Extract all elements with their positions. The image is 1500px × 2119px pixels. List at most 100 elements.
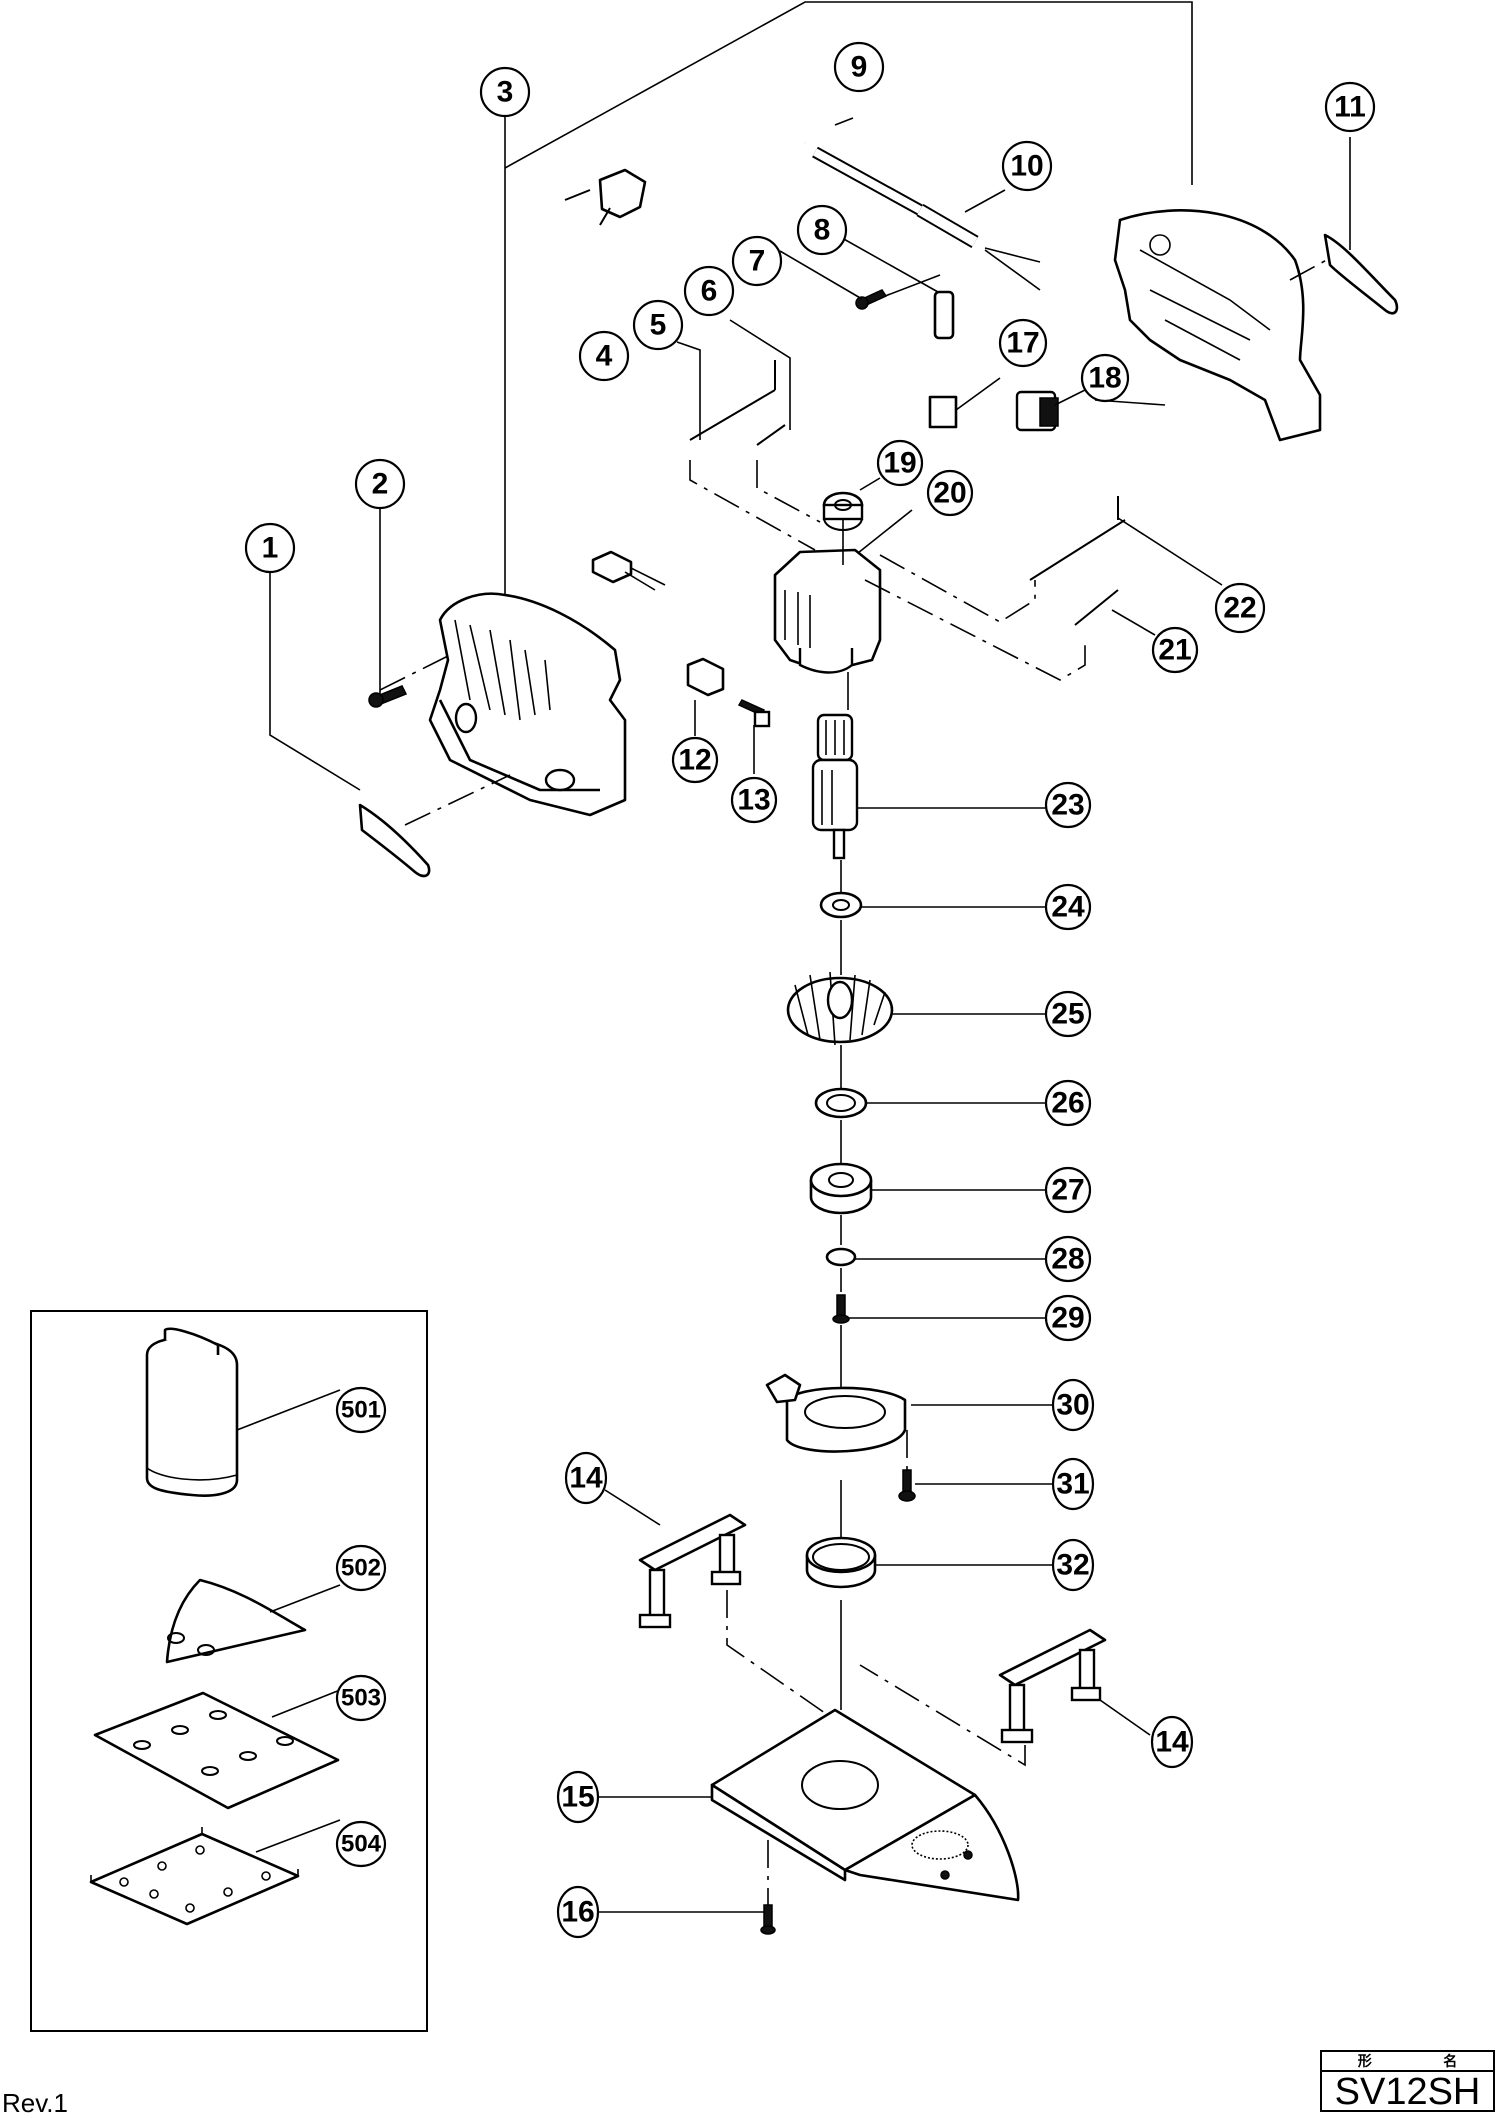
svg-text:8: 8 — [814, 214, 831, 247]
accessory-frame — [30, 1310, 428, 2032]
pad-support-right — [859, 1628, 1151, 1767]
sanding-paper-triangle — [165, 1578, 341, 1664]
callout-bubble: 20 — [926, 469, 974, 517]
callout-bubble: 6 — [683, 265, 735, 317]
revision-label: Rev.1 — [2, 2088, 68, 2118]
svg-text:504: 504 — [341, 1831, 382, 1858]
callout-bubble: 2 — [354, 458, 406, 510]
callout-bubble: 14 — [564, 1451, 608, 1505]
svg-text:23: 23 — [1051, 789, 1084, 822]
terminal-connector — [591, 550, 666, 591]
front-housing — [379, 592, 627, 826]
callout-bubble: 22 — [1214, 582, 1266, 634]
washer-28 — [825, 1215, 1054, 1267]
svg-text:13: 13 — [737, 784, 770, 817]
sanding-paper-rect — [93, 1689, 341, 1810]
callout-bubble: 32 — [1051, 1538, 1095, 1592]
accessory-bubble: 501 — [335, 1386, 387, 1434]
label-left-part — [269, 572, 431, 878]
pad-support-left — [604, 1489, 836, 1721]
svg-text:26: 26 — [1051, 1087, 1084, 1120]
callout-bubble: 28 — [1044, 1235, 1092, 1283]
callout-bubble: 1 — [244, 522, 296, 574]
washer-26 — [814, 1045, 1054, 1119]
svg-text:25: 25 — [1051, 998, 1084, 1031]
svg-text:14: 14 — [1155, 1726, 1189, 1759]
svg-text:32: 32 — [1056, 1549, 1089, 1582]
svg-text:22: 22 — [1223, 592, 1256, 625]
accessory-bubble: 503 — [335, 1674, 387, 1722]
svg-text:4: 4 — [596, 340, 613, 373]
internal-wires-5-6 — [676, 319, 821, 551]
callout-bubble: 14 — [1150, 1715, 1194, 1769]
svg-text:501: 501 — [341, 1397, 381, 1424]
fan — [786, 920, 1054, 1046]
callout-bubble: 4 — [578, 330, 630, 382]
cord-clip-part — [779, 228, 955, 340]
svg-text:7: 7 — [749, 245, 766, 278]
punch-plate — [89, 1819, 341, 1926]
svg-text:12: 12 — [678, 744, 711, 777]
svg-text:14: 14 — [569, 1462, 603, 1495]
power-cord — [564, 117, 1041, 291]
svg-text:503: 503 — [341, 1685, 381, 1712]
dust-bag — [145, 1327, 341, 1497]
callout-bubble: 5 — [632, 299, 684, 351]
label-right-part — [1323, 137, 1399, 315]
callout-bubble: 17 — [998, 318, 1048, 368]
callout-bubble: 10 — [1001, 140, 1053, 192]
callout-bubble: 16 — [556, 1885, 600, 1939]
screw-16 — [598, 1840, 776, 1935]
accessory-bubble: 502 — [335, 1544, 387, 1592]
svg-text:24: 24 — [1051, 891, 1085, 924]
callout-bubble: 9 — [833, 41, 885, 93]
svg-text:28: 28 — [1051, 1243, 1084, 1276]
svg-text:18: 18 — [1088, 362, 1121, 395]
rear-housing — [1113, 209, 1346, 442]
bearing-holder — [765, 1373, 1054, 1453]
model-name: SV12SH — [1334, 2071, 1481, 2113]
accessory-bubble: 504 — [335, 1820, 387, 1868]
svg-text:6: 6 — [701, 275, 718, 308]
callout-bubble: 23 — [1044, 781, 1092, 829]
callout-bubble: 26 — [1044, 1079, 1092, 1127]
callout-bubble: 12 — [671, 736, 719, 784]
callout-bubble: 19 — [876, 439, 924, 487]
svg-text:20: 20 — [933, 477, 966, 510]
switch-parts — [928, 377, 1086, 432]
model-header: 形 名 — [1322, 2052, 1493, 2072]
model-header-char: 形 — [1357, 2054, 1372, 2070]
svg-text:502: 502 — [341, 1555, 381, 1582]
svg-text:3: 3 — [497, 76, 514, 109]
callout-bubble: 27 — [1044, 1166, 1092, 1214]
callout-bubble: 31 — [1051, 1457, 1095, 1511]
armature — [811, 672, 1054, 860]
callout-bubble: 21 — [1151, 626, 1199, 674]
svg-text:19: 19 — [883, 447, 916, 480]
svg-text:1: 1 — [262, 532, 279, 565]
callout-bubble: 15 — [556, 1770, 600, 1824]
callout-bubble: 11 — [1324, 81, 1376, 133]
svg-text:2: 2 — [372, 468, 389, 501]
pad — [598, 1708, 1020, 1902]
bearing-19 — [822, 477, 881, 531]
svg-text:11: 11 — [1334, 91, 1366, 124]
svg-text:16: 16 — [561, 1896, 594, 1929]
svg-text:5: 5 — [650, 309, 667, 342]
svg-text:15: 15 — [561, 1781, 594, 1814]
svg-text:27: 27 — [1051, 1174, 1084, 1207]
svg-text:29: 29 — [1051, 1302, 1084, 1335]
screw-29 — [832, 1268, 1054, 1405]
bearing-24 — [819, 860, 1054, 919]
internal-wires-21-22 — [1029, 496, 1223, 636]
model-title-block: 形 名 SV12SH — [1320, 2050, 1495, 2112]
svg-text:31: 31 — [1056, 1468, 1089, 1501]
callout-bubble: 8 — [796, 204, 848, 256]
svg-text:10: 10 — [1010, 150, 1043, 183]
callout-bubble: 13 — [730, 776, 778, 824]
callout-bubble: 18 — [1080, 353, 1130, 403]
housing-leader-lines — [504, 1, 1193, 598]
svg-text:9: 9 — [851, 51, 868, 84]
callout-bubble: 25 — [1044, 990, 1092, 1038]
